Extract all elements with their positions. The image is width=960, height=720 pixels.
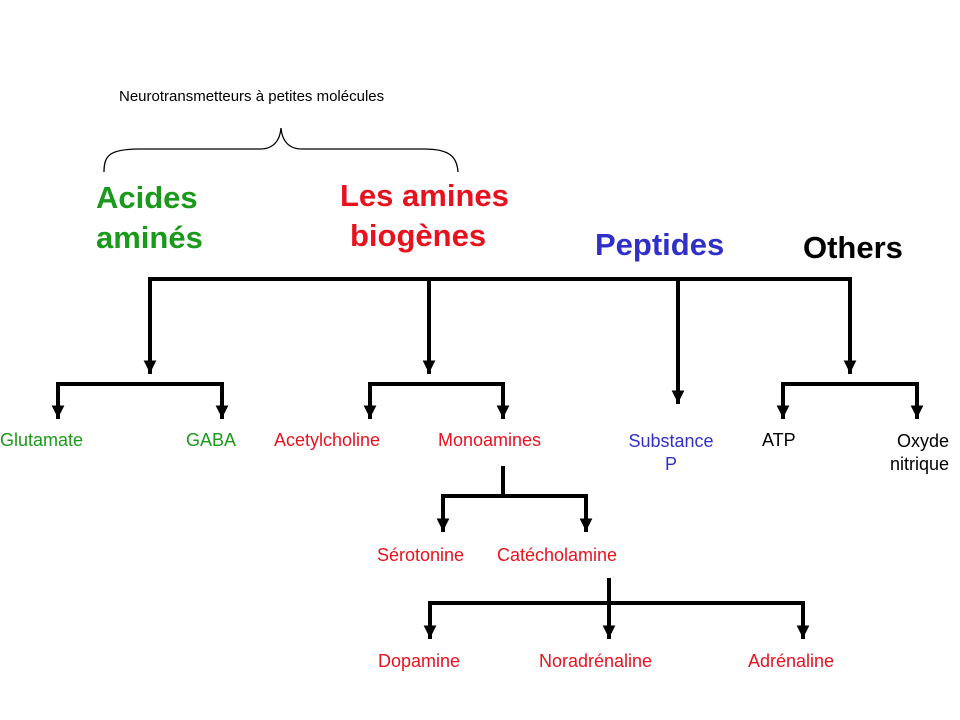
leaf-oxyde-nitrique: Oxyde nitrique [890,430,949,477]
leaf-monoamines: Monoamines [438,430,542,450]
curly-bracket [103,127,459,173]
leaf-adrenaline: Adrénaline [748,651,835,671]
leaf-serotonine: Sérotonine [377,545,465,565]
leaf-gaba: GABA [186,430,237,450]
category-peptides: Peptides [595,227,725,262]
leaf-substance-p-line1: Substance [628,431,714,451]
leaf-substance-p: Substance P [606,430,736,477]
leaf-glutamate: Glutamate [0,430,84,450]
category-acides-amines-line2: aminés [96,220,203,256]
category-amines-biogenes-line2: biogènes [350,218,487,254]
leaf-atp: ATP [762,430,796,450]
category-acides-amines: Acides aminés [96,178,203,259]
leaf-dopamine: Dopamine [378,651,461,671]
leaf-oxyde-nitrique-line1: Oxyde [897,431,950,451]
category-acides-amines-line1: Acides [96,180,198,215]
leaf-substance-p-line2: P [664,454,677,475]
category-others: Others [803,230,903,265]
category-amines-biogenes-line1: Les amines [340,178,509,213]
category-amines-biogenes: Les amines biogènes [340,176,509,257]
leaf-oxyde-nitrique-line2: nitrique [890,454,950,475]
leaf-acetylcholine: Acetylcholine [274,430,381,450]
leaf-catecholamine: Catécholamine [497,545,618,565]
leaf-noradrenaline: Noradrénaline [539,651,653,671]
bracket-label: Neurotransmetteurs à petites molécules [119,88,385,105]
